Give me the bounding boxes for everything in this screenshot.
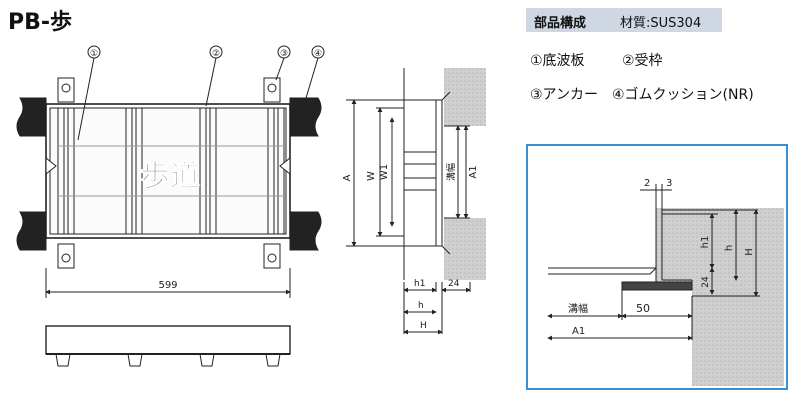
detail-dim-50: 50 <box>636 302 650 315</box>
callout-label-1: ① <box>90 49 98 59</box>
detail-dim-H: H <box>744 248 755 256</box>
anchor-tabs <box>57 77 281 269</box>
side-elevation <box>45 325 291 367</box>
callout-1 <box>77 45 101 141</box>
detail-dim-2: 2 <box>644 178 650 189</box>
callout-2 <box>205 45 223 107</box>
section-ground-bottom <box>444 218 486 280</box>
section-dim-h: h <box>418 301 424 311</box>
section-ground-top <box>444 68 486 126</box>
detail-view-frame <box>526 144 788 390</box>
left-clip <box>45 156 57 176</box>
detail-dim-h1: h1 <box>700 236 711 249</box>
callout-label-4: ④ <box>314 49 322 59</box>
section-dim-W: W <box>366 171 377 181</box>
spec-heading: 部品構成 <box>534 16 587 31</box>
surface-text: 歩道 <box>140 159 200 194</box>
section-view <box>346 68 486 335</box>
detail-dim-24: 24 <box>701 276 711 288</box>
section-dim-A1: A1 <box>468 165 479 178</box>
road-band-top-left <box>16 97 47 137</box>
detail-dim-3: 3 <box>666 178 672 189</box>
width-dimension <box>45 268 291 298</box>
road-band-bottom-right <box>289 211 322 251</box>
section-dim-slot: 溝幅 <box>445 163 457 181</box>
page-title: PB-歩 <box>8 10 73 35</box>
part-label-4: ④ゴムクッション(NR) <box>612 87 754 103</box>
detail-view <box>547 184 784 386</box>
detail-ground-bottom <box>692 290 784 386</box>
grating-inner <box>49 107 287 235</box>
detail-dim-A1: A1 <box>572 326 585 337</box>
width-dim-label: 599 <box>158 280 177 291</box>
road-band-top-right <box>289 97 322 137</box>
part-label-3: ③アンカー <box>530 87 598 103</box>
road-band-bottom-left <box>16 211 47 251</box>
part-label-2: ②受枠 <box>622 53 663 69</box>
callout-label-3: ③ <box>280 49 288 59</box>
section-dim-H: H <box>420 321 427 331</box>
plan-view <box>16 45 325 367</box>
section-dim-W1: W1 <box>379 164 390 180</box>
part-label-1: ①底波板 <box>530 53 585 69</box>
callout-4 <box>305 45 325 99</box>
detail-dim-h: h <box>724 245 735 251</box>
section-dim-24: 24 <box>448 279 460 289</box>
spec-header-box <box>526 8 722 32</box>
detail-ground-top <box>656 208 784 290</box>
detail-dim-slot: 溝幅 <box>568 302 588 315</box>
section-dim-A: A <box>342 174 353 181</box>
callout-3 <box>275 45 291 81</box>
grating-bars <box>57 107 285 235</box>
right-clip <box>279 156 291 176</box>
spec-material: 材質:SUS304 <box>620 16 702 31</box>
section-dim-h1: h1 <box>414 279 425 289</box>
callout-label-2: ② <box>212 49 220 59</box>
